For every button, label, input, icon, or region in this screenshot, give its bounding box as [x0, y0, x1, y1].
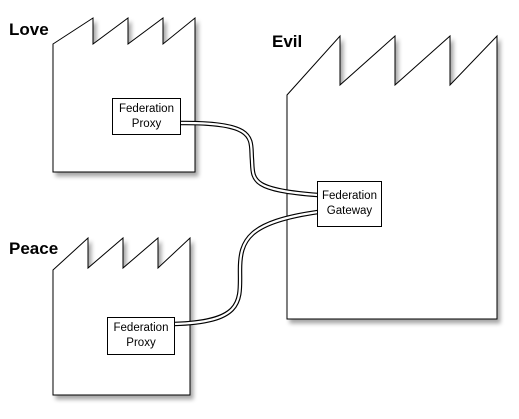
peace-federation-proxy-box: Federation Proxy: [107, 317, 175, 355]
factory-love-label: Love: [9, 20, 49, 39]
connection-peace-proxy-to-gateway: [173, 209, 319, 327]
federation-gateway-box: Federation Gateway: [317, 181, 382, 227]
factory-peace-label: Peace: [9, 239, 59, 258]
love-proxy-line1: Federation: [119, 102, 174, 115]
factory-peace-building: [52, 236, 191, 396]
peace-proxy-line1: Federation: [113, 322, 169, 334]
love-proxy-line2: Proxy: [131, 117, 162, 130]
connection-love-proxy-to-gateway: [179, 120, 319, 198]
love-federation-proxy-box: Federation Proxy: [112, 98, 181, 135]
gateway-line2: Gateway: [326, 205, 373, 217]
factory-evil-building: [286, 34, 498, 320]
peace-proxy-line2: Proxy: [126, 337, 156, 349]
factory-evil-label: Evil: [272, 32, 303, 51]
factory-love-building: [52, 16, 196, 173]
gateway-line1: Federation: [322, 190, 377, 202]
